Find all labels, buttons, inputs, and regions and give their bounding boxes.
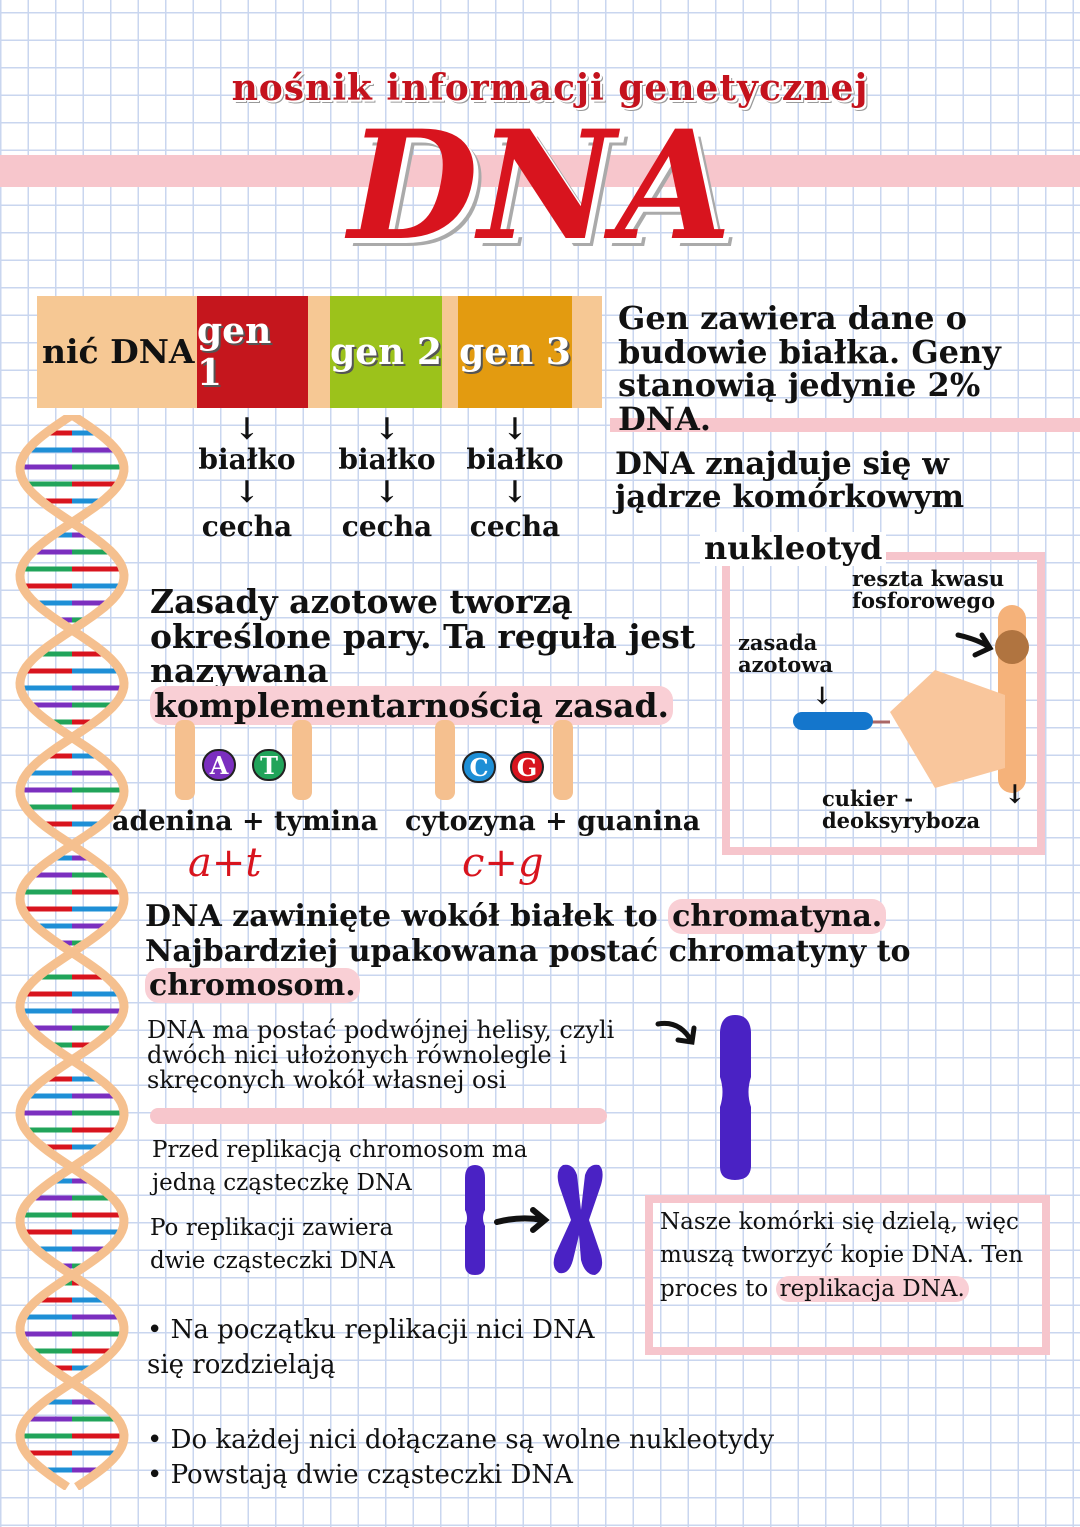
arrow-down-icon: ↓ <box>374 475 400 511</box>
gene-2: gen 2 <box>330 296 442 408</box>
arrow-down-icon: ↓ <box>502 475 528 511</box>
pair-label-at: adenina + tymina <box>112 806 379 837</box>
chromosome-icon <box>720 1015 751 1180</box>
base-t: T <box>252 749 286 781</box>
replication-steps: • Na początku replikacji nici DNA się ro… <box>147 1313 774 1493</box>
nitrogen-base <box>793 712 873 730</box>
helix-backbone <box>15 415 129 1490</box>
flow-column-2: ↓białko↓cecha <box>327 415 447 542</box>
chromatin-text-2: Najbardziej upakowana postać chromatyny … <box>145 933 911 969</box>
pink-divider <box>150 1108 607 1124</box>
nucleotide-title: nukleotyd <box>700 531 887 566</box>
pair-short-at: a+t <box>188 840 262 886</box>
trait-label: cecha <box>469 510 561 544</box>
arrow-icon <box>955 632 994 658</box>
sugar-label: cukier - deoksyryboza <box>822 786 981 834</box>
arrow-down-icon: ↓ <box>1004 780 1026 810</box>
replication-info-box <box>645 1195 1050 1355</box>
phosphate-label: reszta kwasu fosforowego <box>852 566 1005 614</box>
bullet-item: • Do każdej nici dołączane są wolne nukl… <box>147 1425 775 1456</box>
highlight-replication: replikacja DNA. <box>775 1275 969 1302</box>
arrow-down-icon: ↓ <box>812 681 833 710</box>
pair-short-cg: c+g <box>462 840 544 886</box>
highlight-chromatin: chromatyna. <box>668 899 887 934</box>
bullet-item: • Na początku replikacji nici DNA się ro… <box>147 1315 595 1381</box>
replication-info-main: Nasze komórki się dzielą, więc muszą two… <box>660 1209 1024 1302</box>
phosphate-group <box>995 630 1029 664</box>
replication-before-text: Przed replikacją chromosom ma jedną cząs… <box>152 1137 528 1197</box>
arrow-icon <box>655 1020 697 1045</box>
pink-band <box>610 418 1080 432</box>
arrow-down-icon: ↓ <box>234 412 260 447</box>
trait-label: cecha <box>201 510 293 544</box>
protein-label: białko <box>198 443 296 476</box>
helix-text: DNA ma postać podwójnej helisy, czyli dw… <box>147 1016 615 1095</box>
bullet-item: • Powstają dwie cząsteczki DNA <box>147 1460 573 1491</box>
sugar-pentagon <box>890 670 1005 788</box>
protein-label: białko <box>338 443 436 476</box>
gene-1: gen 1 <box>197 296 308 408</box>
strand-bar <box>292 720 312 800</box>
complementarity-text-main: Zasady azotowe tworzą określone pary. Ta… <box>150 582 696 691</box>
arrow-right-icon <box>494 1207 550 1233</box>
pair-label-cg: cytozyna + guanina <box>405 806 701 837</box>
strand-label: nić DNA <box>42 332 195 371</box>
strand-bar <box>175 720 195 800</box>
arrow-down-icon: ↓ <box>374 412 400 447</box>
base-c: C <box>462 751 496 783</box>
trait-label: cecha <box>341 510 433 544</box>
flow-column-1: ↓białko↓cecha <box>187 415 307 542</box>
gene-info-text: Gen zawiera dane o budowie białka. Geny … <box>618 299 1001 438</box>
base-a: A <box>202 749 236 781</box>
replication-after-text: Po replikacji zawiera dwie cząsteczki DN… <box>150 1215 395 1275</box>
strand-bar <box>435 720 455 800</box>
replication-info-text: Nasze komórki się dzielą, więc muszą two… <box>660 1206 1040 1306</box>
base-label: zasada azotowa <box>738 630 833 678</box>
chromatin-text-1: DNA zawinięte wokół białek to <box>145 899 669 934</box>
highlight-chromosome: chromosom. <box>145 968 360 1003</box>
replication-illustration <box>465 1164 603 1275</box>
subtitle: nośnik informacji genetycznej <box>231 67 869 109</box>
arrow-down-icon: ↓ <box>502 412 528 447</box>
protein-label: białko <box>466 443 564 476</box>
location-text: DNA znajduje się w jądrze komórkowym <box>615 446 965 515</box>
pink-band <box>0 155 1080 187</box>
strand-bar <box>553 720 573 800</box>
duplicated-chromosome-icon <box>553 1164 603 1275</box>
complementarity-text: Zasady azotowe tworzą określone pary. Ta… <box>150 582 720 725</box>
flow-column-3: ↓białko↓cecha <box>455 415 575 542</box>
chromatin-text: DNA zawinięte wokół białek to chromatyna… <box>145 899 1045 1004</box>
highlight-complementarity: komplementarnością zasad. <box>150 685 674 725</box>
chromosome-illustration <box>655 1015 751 1180</box>
chromosome-icon <box>465 1165 485 1275</box>
dna-helix-illustration <box>15 415 129 1490</box>
nucleotide-diagram <box>793 605 1029 793</box>
gene-3: gen 3 <box>458 296 572 408</box>
page-title: DNA <box>348 98 732 274</box>
base-g: G <box>510 751 544 783</box>
arrow-down-icon: ↓ <box>234 475 260 511</box>
